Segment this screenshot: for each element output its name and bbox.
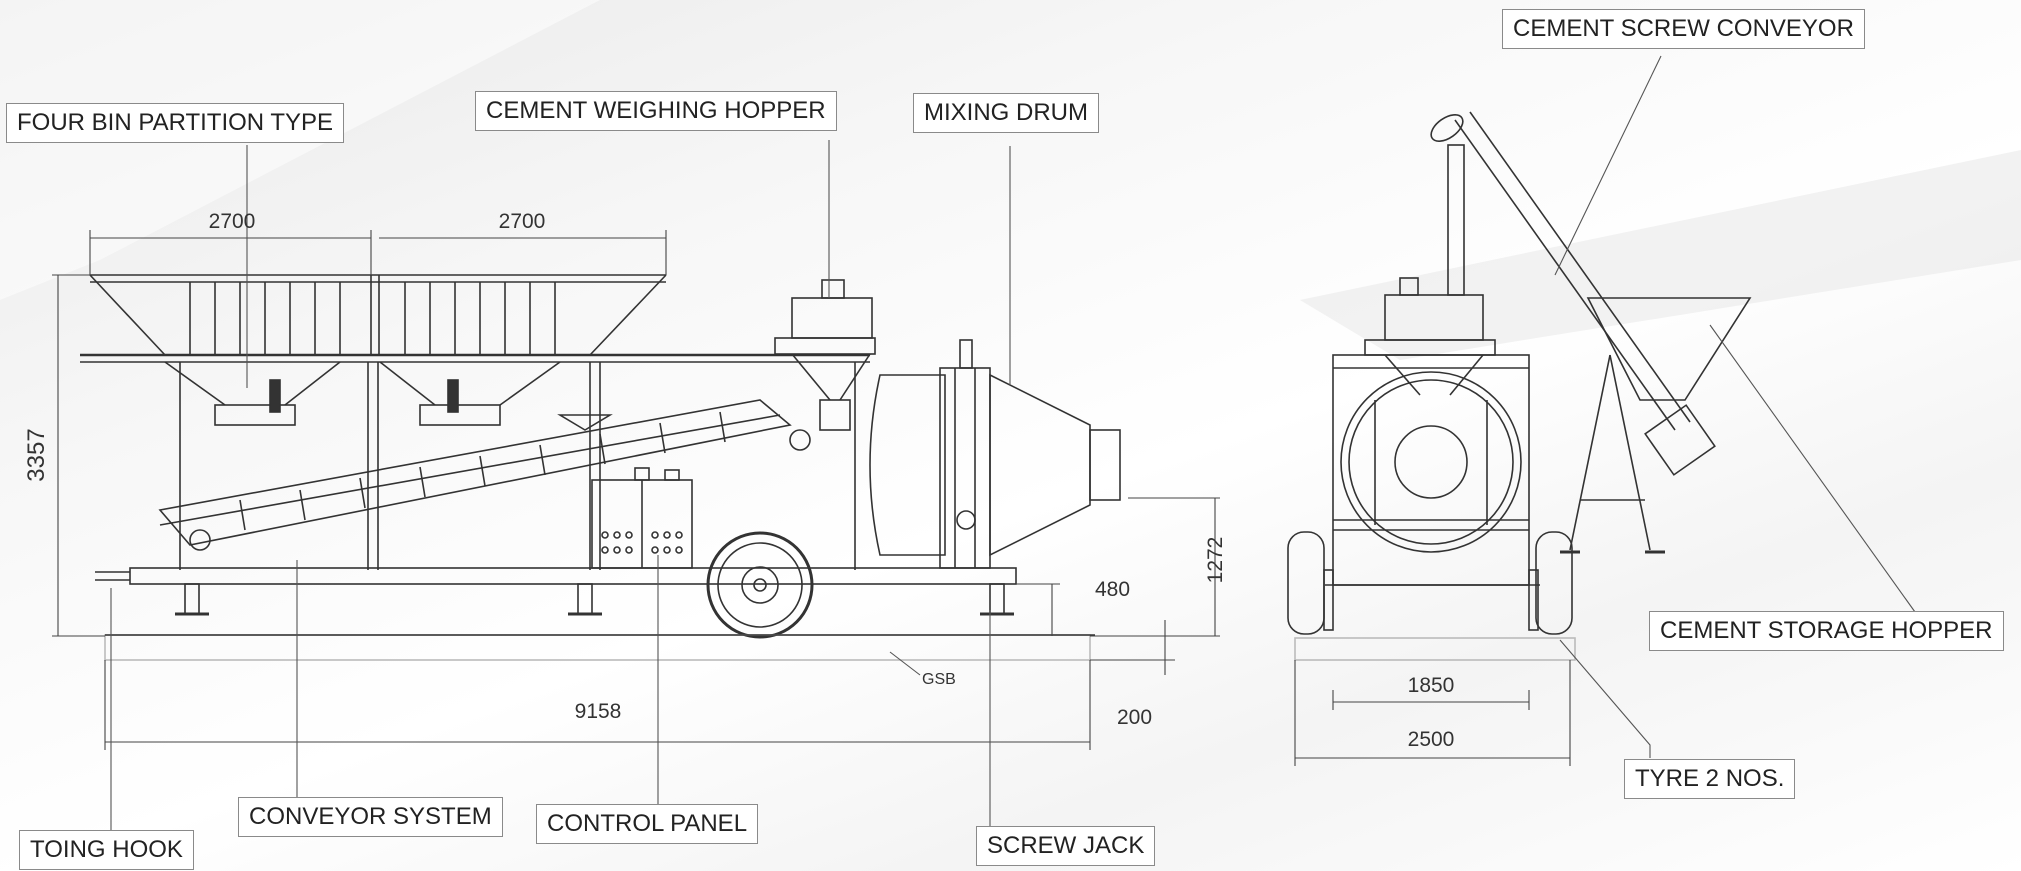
dim-line-width (1294, 660, 1571, 766)
leader-gsb (889, 651, 921, 676)
dim-line-bin-1 (89, 230, 372, 275)
front-view (1287, 111, 1752, 661)
dim-bin-width-1: 2700 (209, 210, 256, 233)
label-screw-jack: SCREW JACK (976, 826, 1156, 866)
control-panel-box (591, 467, 693, 569)
mixing-drum-shape (869, 339, 1121, 569)
cement-weighing-hopper-shape (774, 279, 876, 431)
dim-outlet-height: 1272 (1204, 537, 1227, 584)
ground-gsb (104, 634, 1095, 661)
bg-streak (0, 0, 600, 300)
dim-gsb-thickness: 200 (1117, 706, 1152, 729)
label-tyre: TYRE 2 NOS. (1624, 759, 1796, 799)
conveyor-belt (158, 399, 811, 551)
aggregate-bins (80, 274, 870, 426)
leader-tyre (1559, 639, 1651, 758)
dim-frame-height: 480 (1095, 578, 1130, 601)
dim-line-length (104, 660, 1091, 750)
label-cement-storage-hopper: CEMENT STORAGE HOPPER (1649, 611, 2004, 651)
dim-line-outlet (1090, 497, 1220, 637)
label-mixing-drum: MIXING DRUM (913, 93, 1099, 133)
dim-bin-width-2: 2700 (499, 210, 546, 233)
dim-line-frame (1016, 583, 1060, 636)
leader-storage-hopper (1709, 324, 1916, 613)
dim-overall-length: 9158 (575, 700, 622, 723)
dim-line-track (1332, 690, 1530, 710)
dim-line-height (52, 274, 105, 637)
bg-streak (1300, 150, 2021, 360)
dim-overall-height: 3357 (23, 428, 50, 481)
dim-gsb: GSB (922, 671, 956, 688)
label-cement-screw-conveyor: CEMENT SCREW CONVEYOR (1502, 9, 1865, 49)
label-control-panel: CONTROL PANEL (536, 804, 759, 844)
main-frame (95, 362, 1017, 616)
side-wheel (706, 531, 814, 639)
dim-overall-width: 2500 (1408, 728, 1455, 751)
label-toing-hook: TOING HOOK (19, 830, 194, 870)
label-cement-weighing-hopper: CEMENT WEIGHING HOPPER (475, 91, 837, 131)
dim-line-bin-2 (379, 230, 667, 275)
label-conveyor-system: CONVEYOR SYSTEM (238, 797, 503, 837)
label-four-bin: FOUR BIN PARTITION TYPE (6, 103, 345, 143)
dim-line-gsb (1090, 620, 1175, 675)
dim-wheel-track: 1850 (1408, 674, 1455, 697)
leader-screw-conveyor (1554, 55, 1662, 276)
